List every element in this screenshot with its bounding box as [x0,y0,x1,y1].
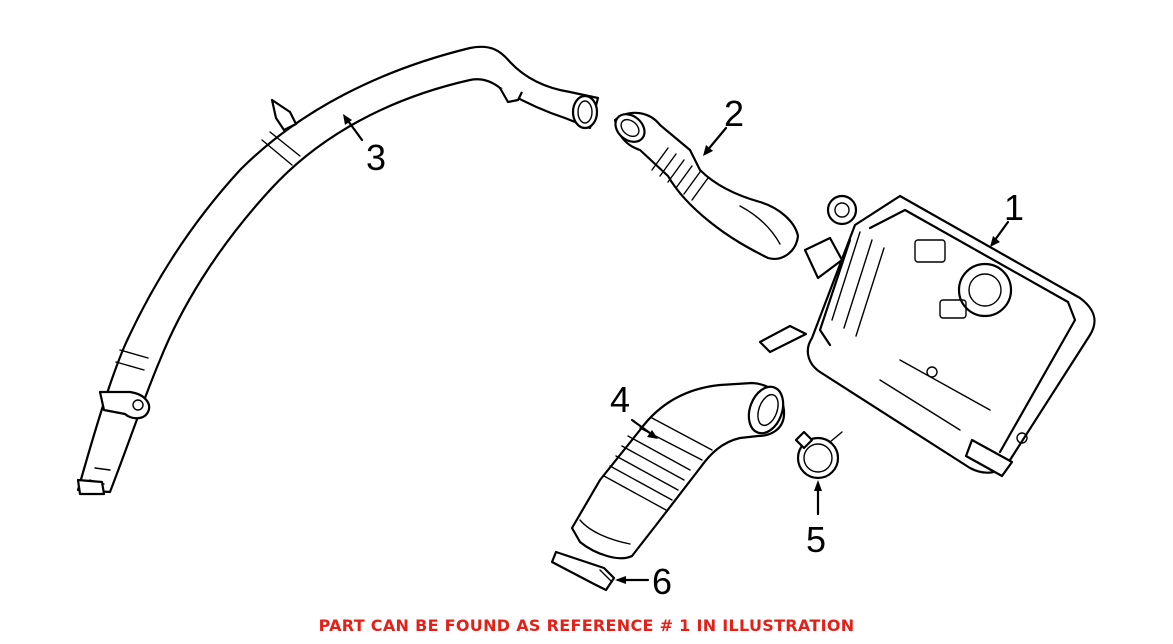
ref-number-1: 1 [1004,187,1024,228]
reference-note: PART CAN BE FOUND AS REFERENCE # 1 IN IL… [318,616,855,635]
ref-number-4: 4 [610,379,630,420]
ref-number-3: 3 [366,137,386,178]
callout-2: 2 [703,93,744,156]
callout-5: 5 [806,480,826,560]
ref-number-5: 5 [806,519,826,560]
callout-6: 6 [615,561,672,602]
part-5-clamp [794,430,843,480]
ref-number-6: 6 [652,561,672,602]
callout-3: 3 [343,114,386,178]
callout-4: 4 [610,379,658,439]
part-1-air-cleaner [758,194,1096,478]
part-6-clip [550,550,616,592]
callout-1: 1 [990,187,1024,247]
part-3-tube [76,45,600,496]
part-2-boot [613,111,800,260]
part-4-hose [570,381,786,560]
ref-number-2: 2 [724,93,744,134]
